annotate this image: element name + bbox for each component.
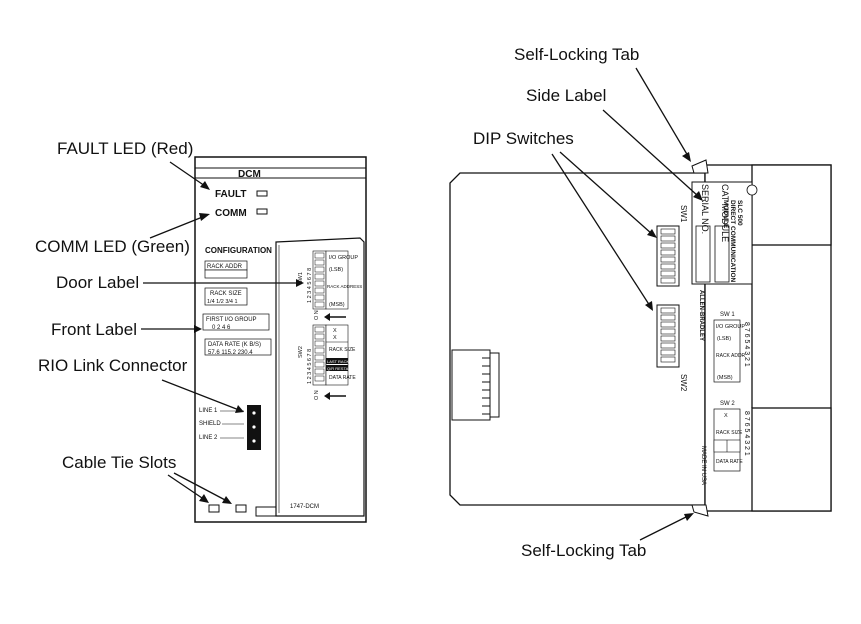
side-sw2-label: SW2 [679, 374, 688, 392]
door-x1: X [333, 328, 337, 334]
callout-comm-led: COMM LED (Green) [35, 237, 190, 256]
callout-door-label: Door Label [56, 273, 139, 292]
catalog-number: 1747-DCM [290, 504, 319, 510]
slc500: SLC 500 [736, 200, 743, 226]
rack-size-label: RACK SIZE [210, 291, 242, 297]
data-rate-label: DATA RATE (K B/S) [208, 342, 261, 348]
side-config-sw1: SW 1 I/O GROUP (LSB) RACK ADDR (MSB) 8 7… [713, 312, 750, 383]
data-rate-values: 57.6 115.2 230.4 [208, 350, 253, 356]
door-rack-size: RACK SIZE [329, 347, 356, 353]
direct-communication: DIRECT COMMUNICATION [729, 200, 736, 283]
side-lsb: (LSB) [717, 336, 731, 342]
side-config-sw2: SW 2 X RACK SIZE DATA RATE 8 7 6 5 4 3 2… [700, 401, 750, 485]
made-in-usa: MADE IN USA [700, 446, 706, 485]
door-sw2: SW2 [298, 346, 304, 358]
door-sw1-nums: 1 2 3 4 5 6 7 8 [307, 268, 313, 303]
comm-text: COMM [215, 208, 247, 219]
cable-tie-slot-1 [208, 504, 220, 513]
module-name: DCM [238, 169, 261, 180]
door-last-rack: LAST RACK [327, 359, 349, 364]
door-sw2-toggles [314, 326, 325, 382]
door-msb: (MSB) [329, 302, 345, 308]
callout-dip-switches: DIP Switches [473, 129, 574, 148]
door-lsb: (LSB) [329, 267, 343, 273]
door-rack-address: RACK ADDRESS [327, 284, 362, 289]
side-data-rate: DATA RATE [716, 459, 743, 465]
callout-self-locking-tab-top: Self-Locking Tab [514, 45, 639, 64]
callout-rio-link-connector: RIO Link Connector [38, 356, 188, 375]
side-msb: (MSB) [717, 375, 733, 381]
first-io-group-label: FIRST I/O GROUP [206, 317, 257, 323]
side-x: X [724, 413, 728, 419]
side-dip-switch-sw2: SW2 [656, 304, 688, 392]
side-view: SW1 SW2 SERIAL NO. CAT MODULE SLC 500 DI… [449, 159, 832, 517]
door-sw1-toggles [314, 252, 325, 308]
allen-bradley: ALLEN-BRADLEY [698, 290, 704, 341]
shield-label: SHIELD [199, 421, 221, 427]
fault-text: FAULT [215, 189, 246, 200]
module-word: MODULE [722, 200, 729, 229]
callout-side-label: Side Label [526, 86, 606, 105]
rack-size-values: 1/4 1/2 3/4 1 [207, 299, 238, 305]
side-sw2-title: SW 2 [720, 401, 735, 407]
door-x2: X [333, 335, 337, 341]
fault-led [256, 190, 268, 197]
side-rack-size: RACK SIZE [716, 430, 743, 436]
side-sw1-label: SW1 [679, 205, 688, 223]
side-callouts: Self-Locking Tab Side Label DIP Switches… [473, 45, 703, 560]
door-label-panel: 1747-DCM SW1 1 2 3 4 5 6 7 8 I/O GROUP (… [275, 237, 365, 517]
line2-label: LINE 2 [199, 435, 218, 441]
side-sw1-title: SW 1 [720, 312, 735, 318]
door-sw2-nums: 1 2 3 4 5 6 7 8 [307, 349, 313, 384]
callout-front-label: Front Label [51, 320, 137, 339]
door-io-group: I/O GROUP [329, 255, 358, 261]
edge-connector [451, 349, 500, 421]
rack-addr-label: RACK ADDR [207, 264, 243, 270]
side-io-group: I/O GROUP [716, 324, 745, 330]
front-callouts: FAULT LED (Red) COMM LED (Green) Door La… [35, 139, 304, 504]
side-sw1-nums: 8 7 6 5 4 3 2 1 [743, 322, 750, 367]
side-dip-switch-sw1: SW1 [656, 205, 688, 287]
front-view: DCM FAULT COMM CONFIGURATION RACK ADDR R… [194, 156, 367, 523]
door-on-1: O N [314, 310, 320, 320]
configuration-title: CONFIGURATION [205, 246, 272, 255]
door-data-rate: DATA RATE [329, 375, 356, 381]
cable-tie-slot-2 [235, 504, 247, 513]
first-io-group-values: 0 2 4 6 [212, 325, 231, 331]
serial-no: SERIAL NO. [700, 184, 710, 234]
comm-led [256, 208, 268, 215]
door-on-2: O N [314, 390, 320, 400]
callout-fault-led: FAULT LED (Red) [57, 139, 193, 158]
door-qr-restart: Q/R RESTART [327, 366, 354, 371]
line1-label: LINE 1 [199, 408, 218, 414]
cat-module: CAT MODULE [720, 184, 730, 242]
self-locking-tab-top [691, 159, 709, 174]
side-sw2-nums: 8 7 6 5 4 3 2 1 [743, 411, 750, 456]
callout-self-locking-tab-bottom: Self-Locking Tab [521, 541, 646, 560]
callout-cable-tie-slots: Cable Tie Slots [62, 453, 176, 472]
self-locking-tab-bottom [691, 504, 709, 517]
side-rack-addr: RACK ADDR [716, 353, 746, 359]
door-sw1: SW1 [298, 272, 304, 284]
